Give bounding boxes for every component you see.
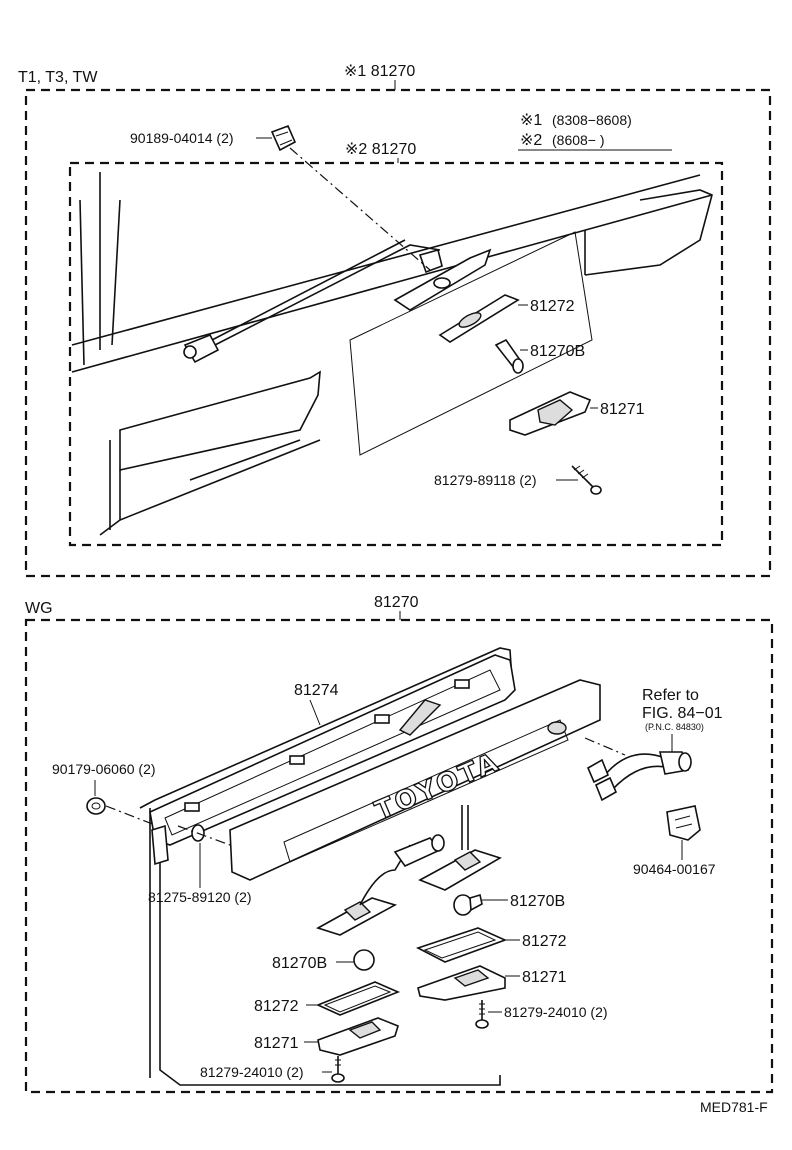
nut-top: 90189-04014 (2) <box>130 124 431 271</box>
callout-clip: 90464-00167 <box>633 861 716 877</box>
applicability-notes: ※1 (8308−8608) ※2 (8608− ) <box>518 112 672 151</box>
nut-bottom: 90179-06060 (2) <box>52 761 156 826</box>
bulb-left: 81270B <box>272 949 375 972</box>
callout-lens-right: 81272 <box>522 933 567 950</box>
screw-top: 81279-89118 (2) <box>434 465 602 495</box>
clip: 90464-00167 <box>633 805 716 877</box>
lamp-mount-right <box>418 805 502 891</box>
figure-code: MED781-F <box>700 1099 768 1115</box>
callout-top-housing: 81271 <box>600 401 645 418</box>
lamp-mount-left <box>315 834 445 936</box>
callout-lens-left: 81272 <box>254 998 299 1015</box>
mounting-hole <box>433 277 451 289</box>
callout-screw-left: 81279-24010 (2) <box>200 1064 304 1080</box>
top-variant-label: T1, T3, TW <box>18 69 98 86</box>
note-range-1: (8308−8608) <box>552 112 632 128</box>
note-mark-2: ※2 <box>520 132 542 149</box>
note-mark-1: ※1 <box>520 112 542 129</box>
screw-right: 81279-24010 (2) <box>475 1000 608 1029</box>
callout-garnish: 81274 <box>294 682 339 699</box>
callout-housing-right: 81271 <box>522 969 567 986</box>
connector-plug <box>183 345 197 359</box>
refer-line-3: (P.N.C. 84830) <box>645 722 704 732</box>
callout-top-lens: 81272 <box>530 298 575 315</box>
note-range-2: (8608− ) <box>552 132 605 148</box>
top-assembly-label: ※1 81270 <box>344 63 415 80</box>
callout-top-bulb: 81270B <box>530 343 585 360</box>
housing-right: 81271 <box>417 965 567 1001</box>
socket-harness <box>584 737 692 802</box>
refer-line-1: Refer to <box>642 687 699 704</box>
lens-left: 81272 <box>254 981 401 1016</box>
bottom-section: WG 81270 81274 TOYOTA <box>24 594 774 1094</box>
callout-bulb-right: 81270B <box>510 893 565 910</box>
garnish-frame: 81274 <box>149 654 516 866</box>
lamp-housing-top: 81271 <box>509 391 645 436</box>
wire-harness <box>183 239 441 364</box>
top-section: T1, T3, TW ※1 81270 ※2 81270 ※1 (8308−86… <box>18 63 772 578</box>
callout-bottom-nut: 90179-06060 (2) <box>52 761 156 777</box>
socket-body <box>418 249 443 274</box>
callout-grommet: 81275-89120 (2) <box>148 889 252 905</box>
housing-left: 81271 <box>254 1017 399 1056</box>
lens-gasket-top: 81272 <box>438 294 575 343</box>
screw-left: 81279-24010 (2) <box>200 1056 345 1083</box>
top-inner-box <box>68 161 724 547</box>
lens-right: 81272 <box>415 927 567 963</box>
bottom-variant-label: WG <box>25 600 53 617</box>
top-inner-assembly-label: ※2 81270 <box>345 141 416 158</box>
callout-housing-left: 81271 <box>254 1035 299 1052</box>
callout-top-nut: 90189-04014 (2) <box>130 130 234 146</box>
bottom-outer-box <box>24 618 774 1094</box>
grommet: 81275-89120 (2) <box>148 824 252 905</box>
callout-screw-right: 81279-24010 (2) <box>504 1004 608 1020</box>
bulb-right: 81270B <box>453 893 565 916</box>
refer-line-2: FIG. 84−01 <box>642 705 723 722</box>
bulb-top: 81270B <box>494 338 585 374</box>
rear-body-outline <box>71 172 713 536</box>
callout-top-screw: 81279-89118 (2) <box>434 472 536 488</box>
refer-note: Refer to FIG. 84−01 (P.N.C. 84830) <box>642 687 723 755</box>
callout-bulb-left: 81270B <box>272 955 327 972</box>
bottom-assembly-label: 81270 <box>374 594 419 611</box>
